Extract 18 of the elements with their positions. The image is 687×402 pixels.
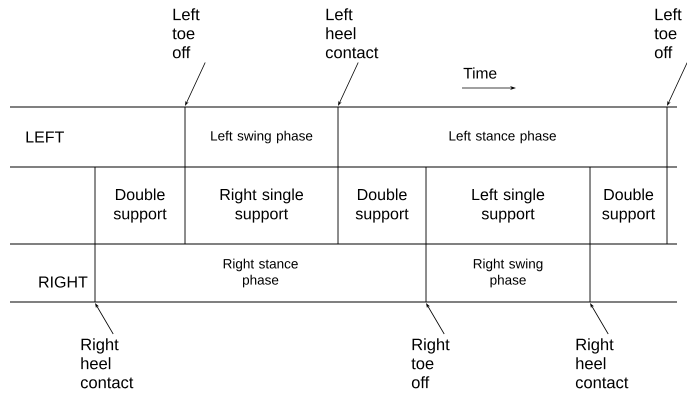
phase-text: Double support	[114, 188, 167, 223]
event-label: Left heel contact	[326, 8, 378, 58]
event-label: Left toe off	[172, 8, 200, 58]
phase-text: Left stance phase	[450, 130, 556, 144]
event-label: Right toe off	[411, 338, 450, 388]
phase-text: Right single support	[220, 188, 304, 223]
phase-text: Left single support	[472, 188, 544, 223]
row-label: LEFT	[26, 132, 64, 142]
event-label: Left toe off	[654, 8, 682, 58]
phase-text: Right swing phase	[474, 258, 542, 288]
event-label: Right heel contact	[80, 338, 134, 388]
phase-text: Double support	[602, 188, 656, 223]
phase-text: Left swing phase	[211, 130, 312, 144]
phase-text: Double support	[356, 188, 409, 223]
axis-label: Time	[464, 67, 496, 79]
phase-text: Right stance phase	[224, 258, 298, 288]
event-label: Right heel contact	[576, 338, 628, 388]
row-label: RIGHT	[39, 276, 88, 288]
